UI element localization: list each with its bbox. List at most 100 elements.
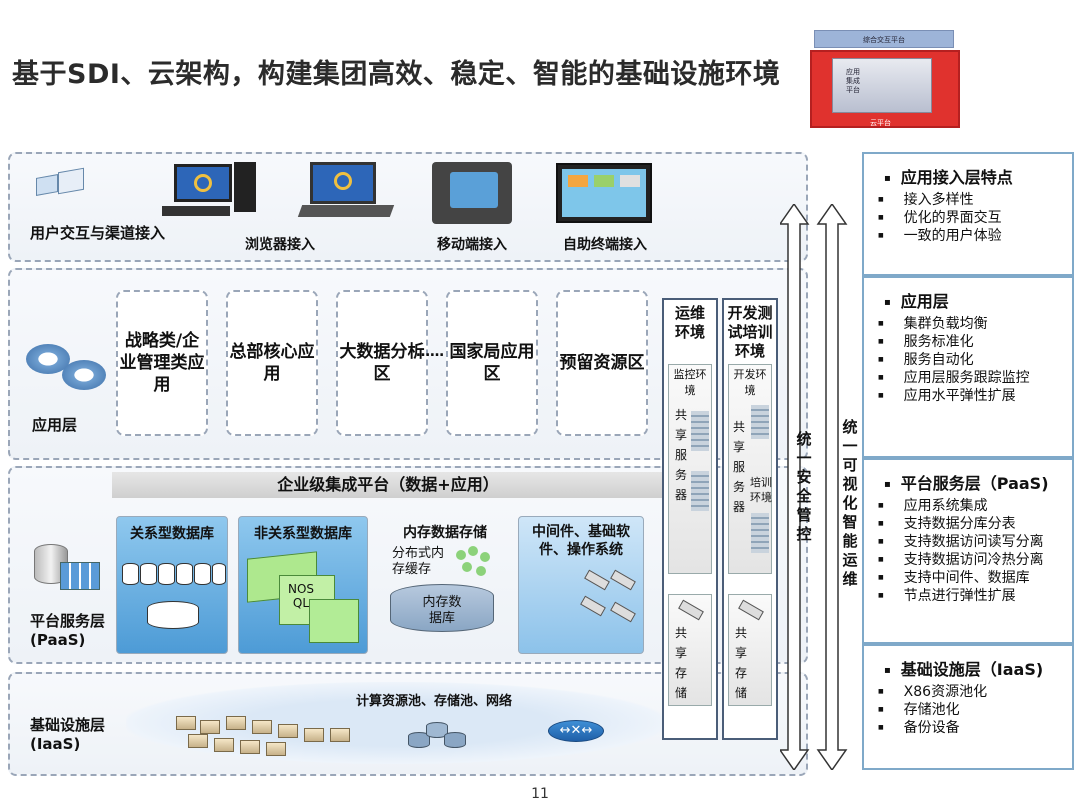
gears-icon xyxy=(24,340,112,396)
server-rack-icon xyxy=(751,405,769,439)
zone-reserved: 预留资源区 xyxy=(556,290,648,436)
paas-feature-item: 应用系统集成 xyxy=(878,497,1072,515)
paas-feature-item: 节点进行弹性扩展 xyxy=(878,587,1072,605)
nosql-db-box: 非关系型数据库 NOSQL xyxy=(238,516,368,654)
relational-db-box: 关系型数据库 xyxy=(116,516,228,654)
nosql-sheet xyxy=(309,599,359,643)
server-icon xyxy=(188,734,208,748)
ops-environment-column: 运维环境 监控环境 共享服务器 共享存储 xyxy=(662,298,718,740)
app-layer-panel: 应用层 集群负载均衡 服务标准化 服务自动化 应用层服务跟踪监控 应用水平弹性扩… xyxy=(862,276,1074,458)
storage-device-icon xyxy=(738,600,764,621)
dev-env-sub-label: 开发环境 xyxy=(731,367,769,399)
page-number: 11 xyxy=(0,786,1080,802)
app-feature-item: 集群负载均衡 xyxy=(878,315,1072,333)
paas-panel: 平台服务层（PaaS) 应用系统集成 支持数据分库分表 支持数据访问读写分离 支… xyxy=(862,458,1074,644)
access-feature-item: 接入多样性 xyxy=(878,191,1072,209)
server-icon xyxy=(304,728,324,742)
server-icon xyxy=(278,724,298,738)
memory-store-box: 内存数据存储 分布式内存缓存 内存数据库 xyxy=(378,516,512,654)
paas-feature-item: 支持数据访问读写分离 xyxy=(878,533,1072,551)
access-features-panel: 应用接入层特点 接入多样性 优化的界面交互 一致的用户体验 xyxy=(862,152,1074,276)
db-cylinder-large xyxy=(147,601,199,629)
device-label-browser: 浏览器接入 xyxy=(230,234,330,254)
app-layer-panel-title: 应用层 xyxy=(884,288,1072,312)
ops-storage-panel: 共享存储 xyxy=(668,594,712,706)
dev-shared-servers-label: 共享服务器 xyxy=(731,417,747,517)
distributed-cache-label: 分布式内存缓存 xyxy=(392,546,452,578)
zone-hq-core: 总部核心应用 xyxy=(226,290,318,436)
storage-device-icon xyxy=(678,600,704,621)
db-cylinder xyxy=(140,563,157,585)
desktop-icon xyxy=(162,162,272,224)
db-cylinder xyxy=(212,563,226,585)
memory-db-cylinder: 内存数据库 xyxy=(390,584,494,632)
db-cylinder xyxy=(176,563,193,585)
laptop-icon xyxy=(300,160,392,222)
memory-store-title: 内存数据存储 xyxy=(378,522,512,542)
server-rack-icon xyxy=(691,411,709,451)
middleware-box: 中间件、基础软件、操作系统 xyxy=(518,516,644,654)
db-cylinder xyxy=(158,563,175,585)
resource-pool-label: 计算资源池、存储池、网络 xyxy=(356,690,512,709)
ops-monitor-label: 监控环境 xyxy=(671,367,709,399)
device-label-kiosk: 自助终端接入 xyxy=(550,234,660,254)
paas-feature-item: 支持中间件、数据库 xyxy=(878,569,1072,587)
access-feature-item: 优化的界面交互 xyxy=(878,209,1072,227)
software-chip xyxy=(610,570,636,591)
iaas-panel-title: 基础设施层（IaaS) xyxy=(884,656,1072,680)
server-rack-icon xyxy=(691,471,709,511)
access-layer-band xyxy=(8,152,808,262)
unified-security-label: 统一安全管控 xyxy=(795,430,813,544)
iaas-feature-item: 存储池化 xyxy=(878,701,1072,719)
iaas-panel: 基础设施层（IaaS) X86资源池化 存储池化 备份设备 xyxy=(862,644,1074,770)
paas-panel-title: 平台服务层（PaaS) xyxy=(884,470,1072,494)
server-icon xyxy=(330,728,350,742)
access-layer-label: 用户交互与渠道接入 xyxy=(30,224,130,243)
software-chip xyxy=(610,602,636,623)
logo-top-label: 综合交互平台 xyxy=(814,30,954,48)
dev-storage-panel: 共享存储 xyxy=(728,594,772,706)
app-feature-item: 应用层服务跟踪监控 xyxy=(878,369,1072,387)
platform-logo: 综合交互平台 应用 集成 平台 云平台 xyxy=(810,28,965,138)
training-env-label: 培训环境 xyxy=(749,475,773,505)
db-cylinder xyxy=(122,563,139,585)
software-chip xyxy=(584,570,610,591)
dev-env-panel: 开发环境 共享服务器 培训环境 xyxy=(728,364,772,574)
ops-shared-storage-label: 共享存储 xyxy=(673,623,689,703)
device-label-mobile: 移动端接入 xyxy=(422,234,522,254)
app-layer-label: 应用层 xyxy=(32,416,112,435)
cache-nodes-icon xyxy=(456,546,496,580)
db-cylinder xyxy=(194,563,211,585)
server-icon xyxy=(214,738,234,752)
paas-feature-item: 支持数据分库分表 xyxy=(878,515,1072,533)
access-features-title: 应用接入层特点 xyxy=(884,164,1072,188)
zone-ellipsis: …… xyxy=(416,344,444,360)
iaas-feature-item: 备份设备 xyxy=(878,719,1072,737)
app-feature-item: 服务自动化 xyxy=(878,351,1072,369)
access-icon xyxy=(36,168,86,208)
ops-shared-servers-label: 共享服务器 xyxy=(673,405,689,505)
paas-feature-item: 支持数据访问冷热分离 xyxy=(878,551,1072,569)
ops-monitor-panel: 监控环境 共享服务器 xyxy=(668,364,712,574)
app-feature-item: 服务标准化 xyxy=(878,333,1072,351)
page-title: 基于SDI、云架构，构建集团高效、稳定、智能的基础设施环境 xyxy=(12,58,792,92)
server-icon xyxy=(176,716,196,730)
iaas-feature-item: X86资源池化 xyxy=(878,683,1072,701)
unified-ops-label: 统一可视化智能运维 xyxy=(841,418,859,589)
ops-env-title: 运维环境 xyxy=(664,304,716,342)
dev-shared-storage-label: 共享存储 xyxy=(733,623,749,703)
dev-env-title: 开发测试培训环境 xyxy=(724,304,776,361)
zone-strategy: 战略类/企业管理类应用 xyxy=(116,290,208,436)
iaas-layer-label: 基础设施层 (IaaS) xyxy=(30,716,130,754)
zone-national: 国家局应用区 xyxy=(446,290,538,436)
database-icon xyxy=(30,544,102,592)
memory-db-label: 内存数据库 xyxy=(417,595,467,627)
software-chip xyxy=(580,596,606,617)
app-feature-item: 应用水平弹性扩展 xyxy=(878,387,1072,405)
kiosk-icon xyxy=(556,163,652,223)
zone-bigdata: 大数据分析区 xyxy=(336,290,428,436)
integration-platform-bar: 企业级集成平台（数据+应用） xyxy=(112,472,664,498)
server-icon xyxy=(226,716,246,730)
dev-test-environment-column: 开发测试培训环境 开发环境 共享服务器 培训环境 共享存储 xyxy=(722,298,778,740)
network-router-icon: ↔✕↔ xyxy=(548,720,604,742)
